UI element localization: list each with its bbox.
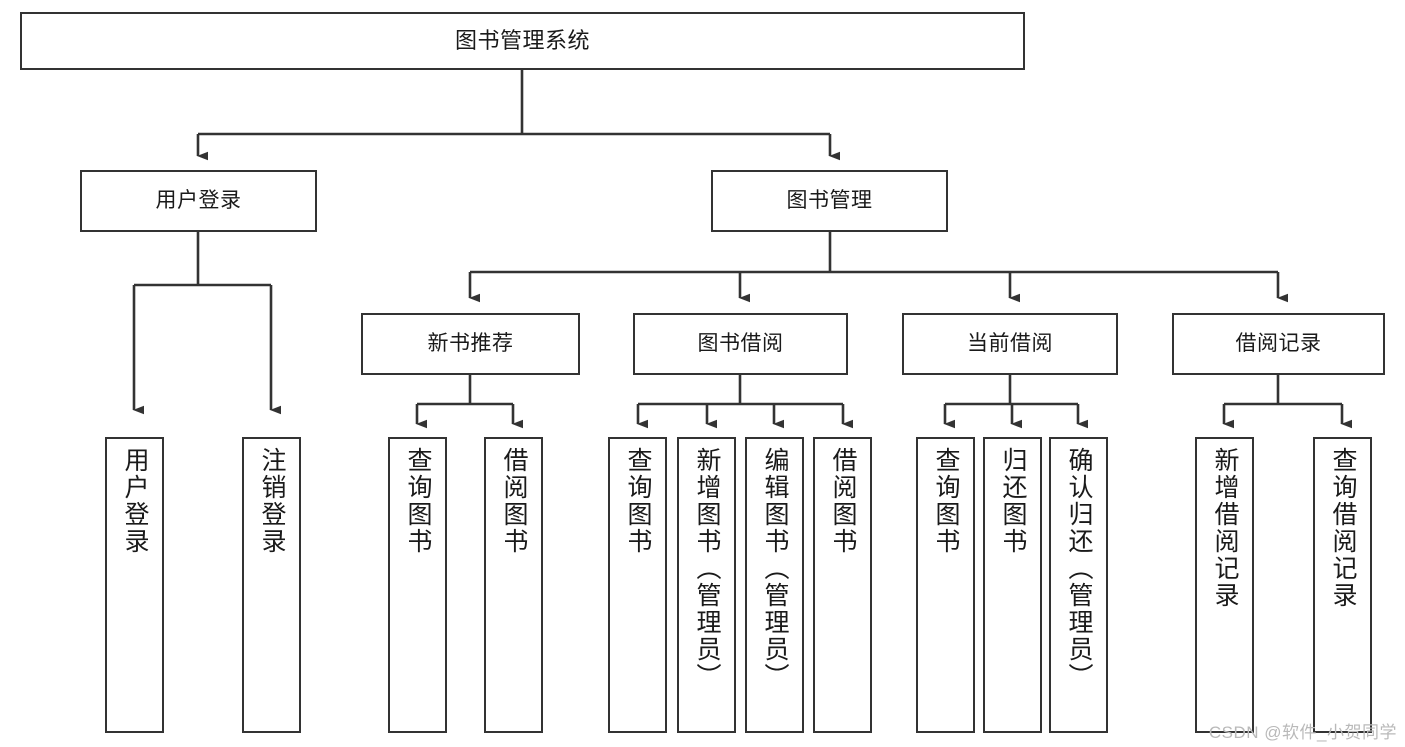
node-label: 查询图书 [624,447,652,555]
node-label: 新增图书（管理员） [693,447,721,690]
leaf-add-book-admin[interactable]: 新增图书（管理员） [677,437,736,733]
node-label: 借阅图书 [500,447,528,555]
node-label: 查询借阅记录 [1329,447,1357,609]
node-label: 图书管理系统 [454,28,590,54]
node-book-management[interactable]: 图书管理 [711,170,948,232]
node-new-book-recommend[interactable]: 新书推荐 [361,313,580,375]
node-label: 查询图书 [932,447,960,555]
leaf-add-borrow-record[interactable]: 新增借阅记录 [1195,437,1254,733]
leaf-query-book-borrow[interactable]: 查询图书 [608,437,667,733]
node-label: 用户登录 [121,447,149,555]
node-label: 当前借阅 [967,331,1053,355]
node-label: 注销登录 [258,447,286,555]
leaf-query-book-current[interactable]: 查询图书 [916,437,975,733]
leaf-borrow-book-recommend[interactable]: 借阅图书 [484,437,543,733]
leaf-query-book-recommend[interactable]: 查询图书 [388,437,447,733]
node-user-login[interactable]: 用户登录 [80,170,317,232]
node-label: 确认归还（管理员） [1065,447,1093,690]
node-label: 图书管理 [786,188,873,212]
leaf-borrow-book[interactable]: 借阅图书 [813,437,872,733]
node-borrow-record[interactable]: 借阅记录 [1172,313,1385,375]
leaf-return-book[interactable]: 归还图书 [983,437,1042,733]
node-book-borrow[interactable]: 图书借阅 [633,313,848,375]
leaf-confirm-return-admin[interactable]: 确认归还（管理员） [1049,437,1108,733]
node-label: 借阅图书 [829,447,857,555]
leaf-edit-book-admin[interactable]: 编辑图书（管理员） [745,437,804,733]
node-label: 借阅记录 [1235,331,1322,355]
node-label: 新书推荐 [427,331,514,355]
node-label: 归还图书 [999,447,1027,555]
leaf-query-borrow-record[interactable]: 查询借阅记录 [1313,437,1372,733]
watermark-text: CSDN @软件_小贺同学 [1208,723,1397,742]
node-current-borrow[interactable]: 当前借阅 [902,313,1118,375]
node-label: 图书借阅 [697,331,784,355]
node-label: 编辑图书（管理员） [761,447,789,690]
node-label: 新增借阅记录 [1211,447,1239,609]
node-root-system[interactable]: 图书管理系统 [20,12,1025,70]
leaf-user-login[interactable]: 用户登录 [105,437,164,733]
leaf-logout[interactable]: 注销登录 [242,437,301,733]
node-label: 用户登录 [155,188,242,212]
node-label: 查询图书 [404,447,432,555]
